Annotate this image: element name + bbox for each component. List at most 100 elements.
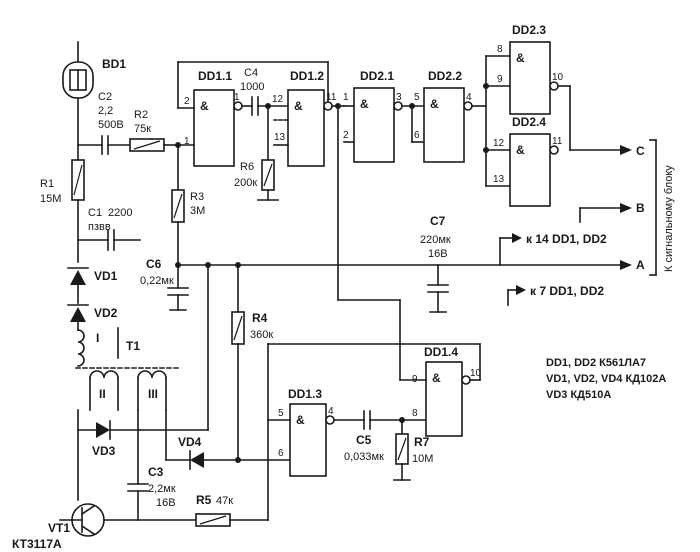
svg-text:6: 6: [278, 448, 284, 459]
c3-value: 2,2мк: [148, 483, 176, 495]
c4-label: C4: [244, 67, 258, 79]
c1-value: 2200: [108, 207, 132, 219]
r7-label: R7: [414, 435, 430, 449]
c7-voltage: 16В: [428, 248, 448, 260]
c2-label: C2: [98, 91, 112, 103]
output-b-label: B: [636, 201, 645, 215]
output-b: B: [579, 201, 645, 223]
dd1-1-label: DD1.1: [198, 69, 232, 83]
c3-label: C3: [148, 465, 164, 479]
vd3-label: VD3: [92, 444, 116, 458]
svg-text:&: &: [294, 99, 303, 113]
gate-dd2-2: & DD2.2 5 6 4: [414, 69, 473, 163]
svg-text:1: 1: [184, 136, 190, 147]
svg-text:12: 12: [272, 94, 284, 105]
c1-capacitor: C1 2200 пзвв: [77, 207, 141, 251]
svg-text:&: &: [296, 413, 305, 427]
component-notes: DD1, DD2 К561ЛА7 VD1, VD2, VD4 КД102А VD…: [546, 357, 666, 401]
dd1-3-label: DD1.3: [288, 387, 322, 401]
vt1-type: КТ3117А: [12, 537, 62, 551]
svg-text:2: 2: [343, 130, 349, 141]
c3-capacitor: C3 2,2мк 16В: [127, 409, 176, 521]
gate-dd2-1: & DD2.1 1 2 3: [343, 69, 403, 163]
signal-block-label: К сигнальному блоку: [663, 165, 675, 272]
c2-value: 2,2: [98, 105, 113, 117]
note-line-3: VD3 КД510А: [546, 389, 611, 401]
svg-text:1: 1: [343, 92, 349, 103]
svg-text:9: 9: [497, 74, 503, 85]
t1-label: T1: [126, 339, 140, 353]
signal-block-bracket: К сигнальному блоку: [649, 139, 675, 276]
power-7: к 7 DD1, DD2: [507, 284, 604, 306]
c7-label: C7: [430, 214, 446, 228]
svg-text:13: 13: [493, 174, 505, 185]
dd2-3-label: DD2.3: [512, 23, 546, 37]
svg-text:2: 2: [184, 96, 190, 107]
c6-value: 0,22мк: [140, 275, 174, 287]
r6-label: R6: [240, 161, 254, 173]
r7-resistor: R7 10М: [393, 419, 433, 481]
r1-resistor: R1 15М: [40, 159, 85, 205]
c6-capacitor: C6 0,22мк: [140, 257, 189, 311]
c7-value: 220мк: [420, 234, 451, 246]
vd4-diode: VD4: [165, 409, 291, 470]
t1-winding-ii-iii: II III: [89, 370, 167, 411]
r6-resistor: R6 200к: [234, 105, 279, 201]
c4-capacitor: C4 1000: [240, 67, 289, 116]
svg-text:5: 5: [414, 92, 420, 103]
output-a-label: A: [636, 258, 645, 272]
vd3-diode: VD3: [77, 420, 141, 458]
svg-text:11: 11: [552, 136, 563, 147]
svg-text:&: &: [200, 99, 209, 113]
vt1-transistor: VT1 КТ3117А: [12, 503, 105, 551]
r7-value: 10М: [412, 453, 433, 465]
gate-dd1-2: & DD1.2 12 13 11: [272, 69, 337, 167]
c5-value: 0,033мк: [344, 451, 384, 463]
svg-text:&: &: [516, 143, 525, 157]
dd2-1-label: DD2.1: [360, 69, 394, 83]
vd1-label: VD1: [94, 269, 118, 283]
r4-value: 360к: [250, 329, 273, 341]
svg-text:13: 13: [274, 132, 286, 143]
r5-resistor: R5 47к: [103, 419, 269, 527]
output-c-label: C: [636, 144, 645, 158]
bd1-buzzer: BD1: [62, 57, 126, 99]
r4-resistor: R4 360к: [231, 262, 273, 463]
t1-w3-label: III: [148, 387, 158, 401]
r1-value: 15М: [40, 193, 61, 205]
svg-text:6: 6: [414, 130, 420, 141]
r6-value: 200к: [234, 177, 257, 189]
gate-dd1-4: & DD1.4 9 8 10: [399, 343, 482, 437]
c3-voltage: 16В: [156, 497, 176, 509]
c1-label: C1: [88, 207, 102, 219]
r2-label: R2: [134, 109, 148, 121]
svg-text:&: &: [430, 97, 439, 111]
svg-text:11: 11: [326, 92, 337, 103]
dd2-2-label: DD2.2: [428, 69, 462, 83]
c5-label: C5: [356, 433, 372, 447]
c4-value: 1000: [240, 81, 264, 93]
output-a: A: [177, 258, 645, 272]
bd1-label: BD1: [102, 57, 126, 71]
gate-dd1-1: & DD1.1 2 1 1: [177, 61, 329, 167]
svg-text:&: &: [432, 371, 441, 385]
dd1-4-label: DD1.4: [424, 345, 458, 359]
svg-text:4: 4: [466, 92, 472, 103]
r2-value: 75к: [134, 123, 151, 135]
gate-dd2-4: & DD2.4 12 13 11: [493, 115, 563, 207]
svg-text:8: 8: [412, 408, 418, 419]
vd2-diode: VD2: [67, 304, 118, 322]
gate-dd2-3: & DD2.3 8 9 10: [497, 23, 564, 115]
dd1-2-label: DD1.2: [290, 69, 324, 83]
r4-label: R4: [252, 311, 268, 325]
vd2-label: VD2: [94, 306, 118, 320]
c1-voltage: пзвв: [88, 221, 111, 233]
svg-text:10: 10: [552, 72, 564, 83]
c5-capacitor: C5 0,033мк: [333, 410, 427, 463]
c2-r2-branch: C2 2,2 500В R2 75к: [77, 91, 181, 155]
gate-dd1-3: & DD1.3 5 6 4: [267, 343, 401, 477]
power-14-label: к 14 DD1, DD2: [526, 232, 607, 246]
t1-w2-label: II: [99, 387, 106, 401]
svg-text:3: 3: [396, 92, 402, 103]
